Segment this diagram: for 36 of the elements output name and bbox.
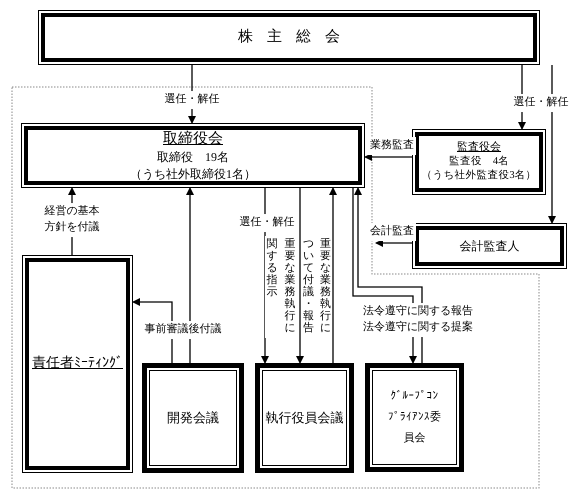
box-detail: （うち社外取締役1名） [130, 166, 256, 182]
arrow [548, 65, 556, 224]
edge-label: 選任・解任 [238, 214, 296, 232]
edge-label: 法令遵守に関する報告 [361, 303, 475, 321]
meeting-box [255, 363, 354, 473]
box-title: 株主総会 [237, 27, 354, 48]
edge-label: 法令遵守に関する提案 [361, 319, 475, 337]
auditor-board-box [412, 129, 546, 195]
arrow [296, 188, 304, 364]
box-detail: 監査役 4名 [448, 155, 510, 169]
edge-label: 選任・解任 [512, 94, 570, 112]
box-heading: 監査役会 [457, 140, 501, 155]
meeting-box [22, 255, 133, 473]
edge-label: 会計監査 [368, 223, 416, 241]
edge-label: 重要な業務執行に関する指示 [265, 236, 297, 338]
box-heading: 取締役会 [163, 130, 223, 150]
meeting-box [142, 363, 244, 473]
general-meeting-box [38, 10, 540, 65]
committee-box [365, 363, 464, 472]
box-title: 執行役員会議 [266, 409, 344, 427]
box-detail: 取締役 19名 [157, 149, 229, 166]
board-box [21, 123, 365, 188]
arrow [375, 239, 412, 247]
box-title: 会計監査人 [460, 238, 520, 254]
arrow [364, 153, 412, 161]
arrow [186, 187, 194, 363]
box-title: 責任者ﾐｰﾃｨﾝｸﾞ [32, 354, 123, 373]
arrow [261, 188, 269, 364]
auditor-box [412, 223, 567, 269]
box-title: 開発会議 [167, 409, 219, 427]
edge-label: 選任・解任 [162, 91, 222, 109]
edge-label: 業務監査 [368, 137, 416, 155]
box-title: ｸﾞﾙｰﾌﾟｺﾝﾌﾟﾗｲｱﾝｽ委員会 [387, 389, 442, 446]
box-detail: （うち社外監査役3名） [421, 169, 537, 184]
arrow [329, 187, 337, 363]
edge-label: 事前審議後付議 [142, 321, 224, 339]
